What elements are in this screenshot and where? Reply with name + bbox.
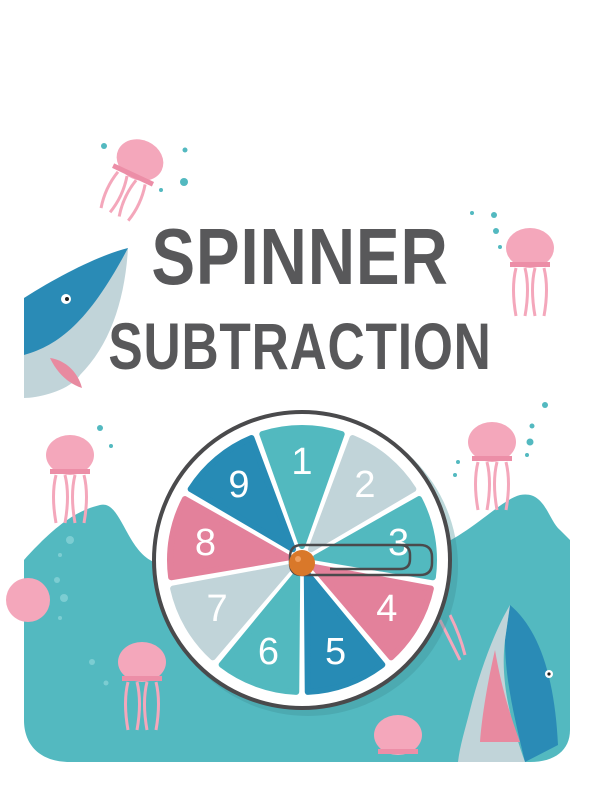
spinner-segment-1: [259, 425, 345, 549]
spinner-number-9: 9: [228, 464, 249, 506]
spinner-number-2: 2: [354, 464, 375, 506]
title-line-2: SUBTRACTION: [108, 309, 492, 383]
spinner-number-3: 3: [388, 522, 409, 564]
spinner-segment-6: [218, 570, 301, 695]
title-line-1: SPINNER: [151, 212, 449, 301]
spinner-segment-4: [311, 564, 434, 661]
spinner-segment-3: [312, 496, 437, 581]
spinner-labels: 123 45 67 89: [195, 441, 409, 673]
spinner-number-5: 5: [325, 631, 346, 673]
spinner-number-1: 1: [291, 441, 312, 483]
spinner-number-7: 7: [207, 588, 228, 630]
spinner-segment-5: [303, 570, 386, 695]
spinner-number-8: 8: [195, 522, 216, 564]
spinner-segment-8: [167, 496, 292, 581]
spinner-number-6: 6: [258, 631, 279, 673]
spinner-segment-2: [307, 435, 417, 553]
shark-top-left: [24, 248, 128, 398]
shark-bottom-right: [458, 605, 558, 762]
spinner-number-4: 4: [376, 588, 397, 630]
center-pin: [289, 550, 315, 576]
spinner-segment-9: [187, 435, 297, 553]
spinner-segments: [167, 425, 437, 695]
jellyfish-group: [6, 139, 554, 755]
spinner-segment-7: [170, 564, 293, 661]
bubbles: [54, 143, 548, 686]
